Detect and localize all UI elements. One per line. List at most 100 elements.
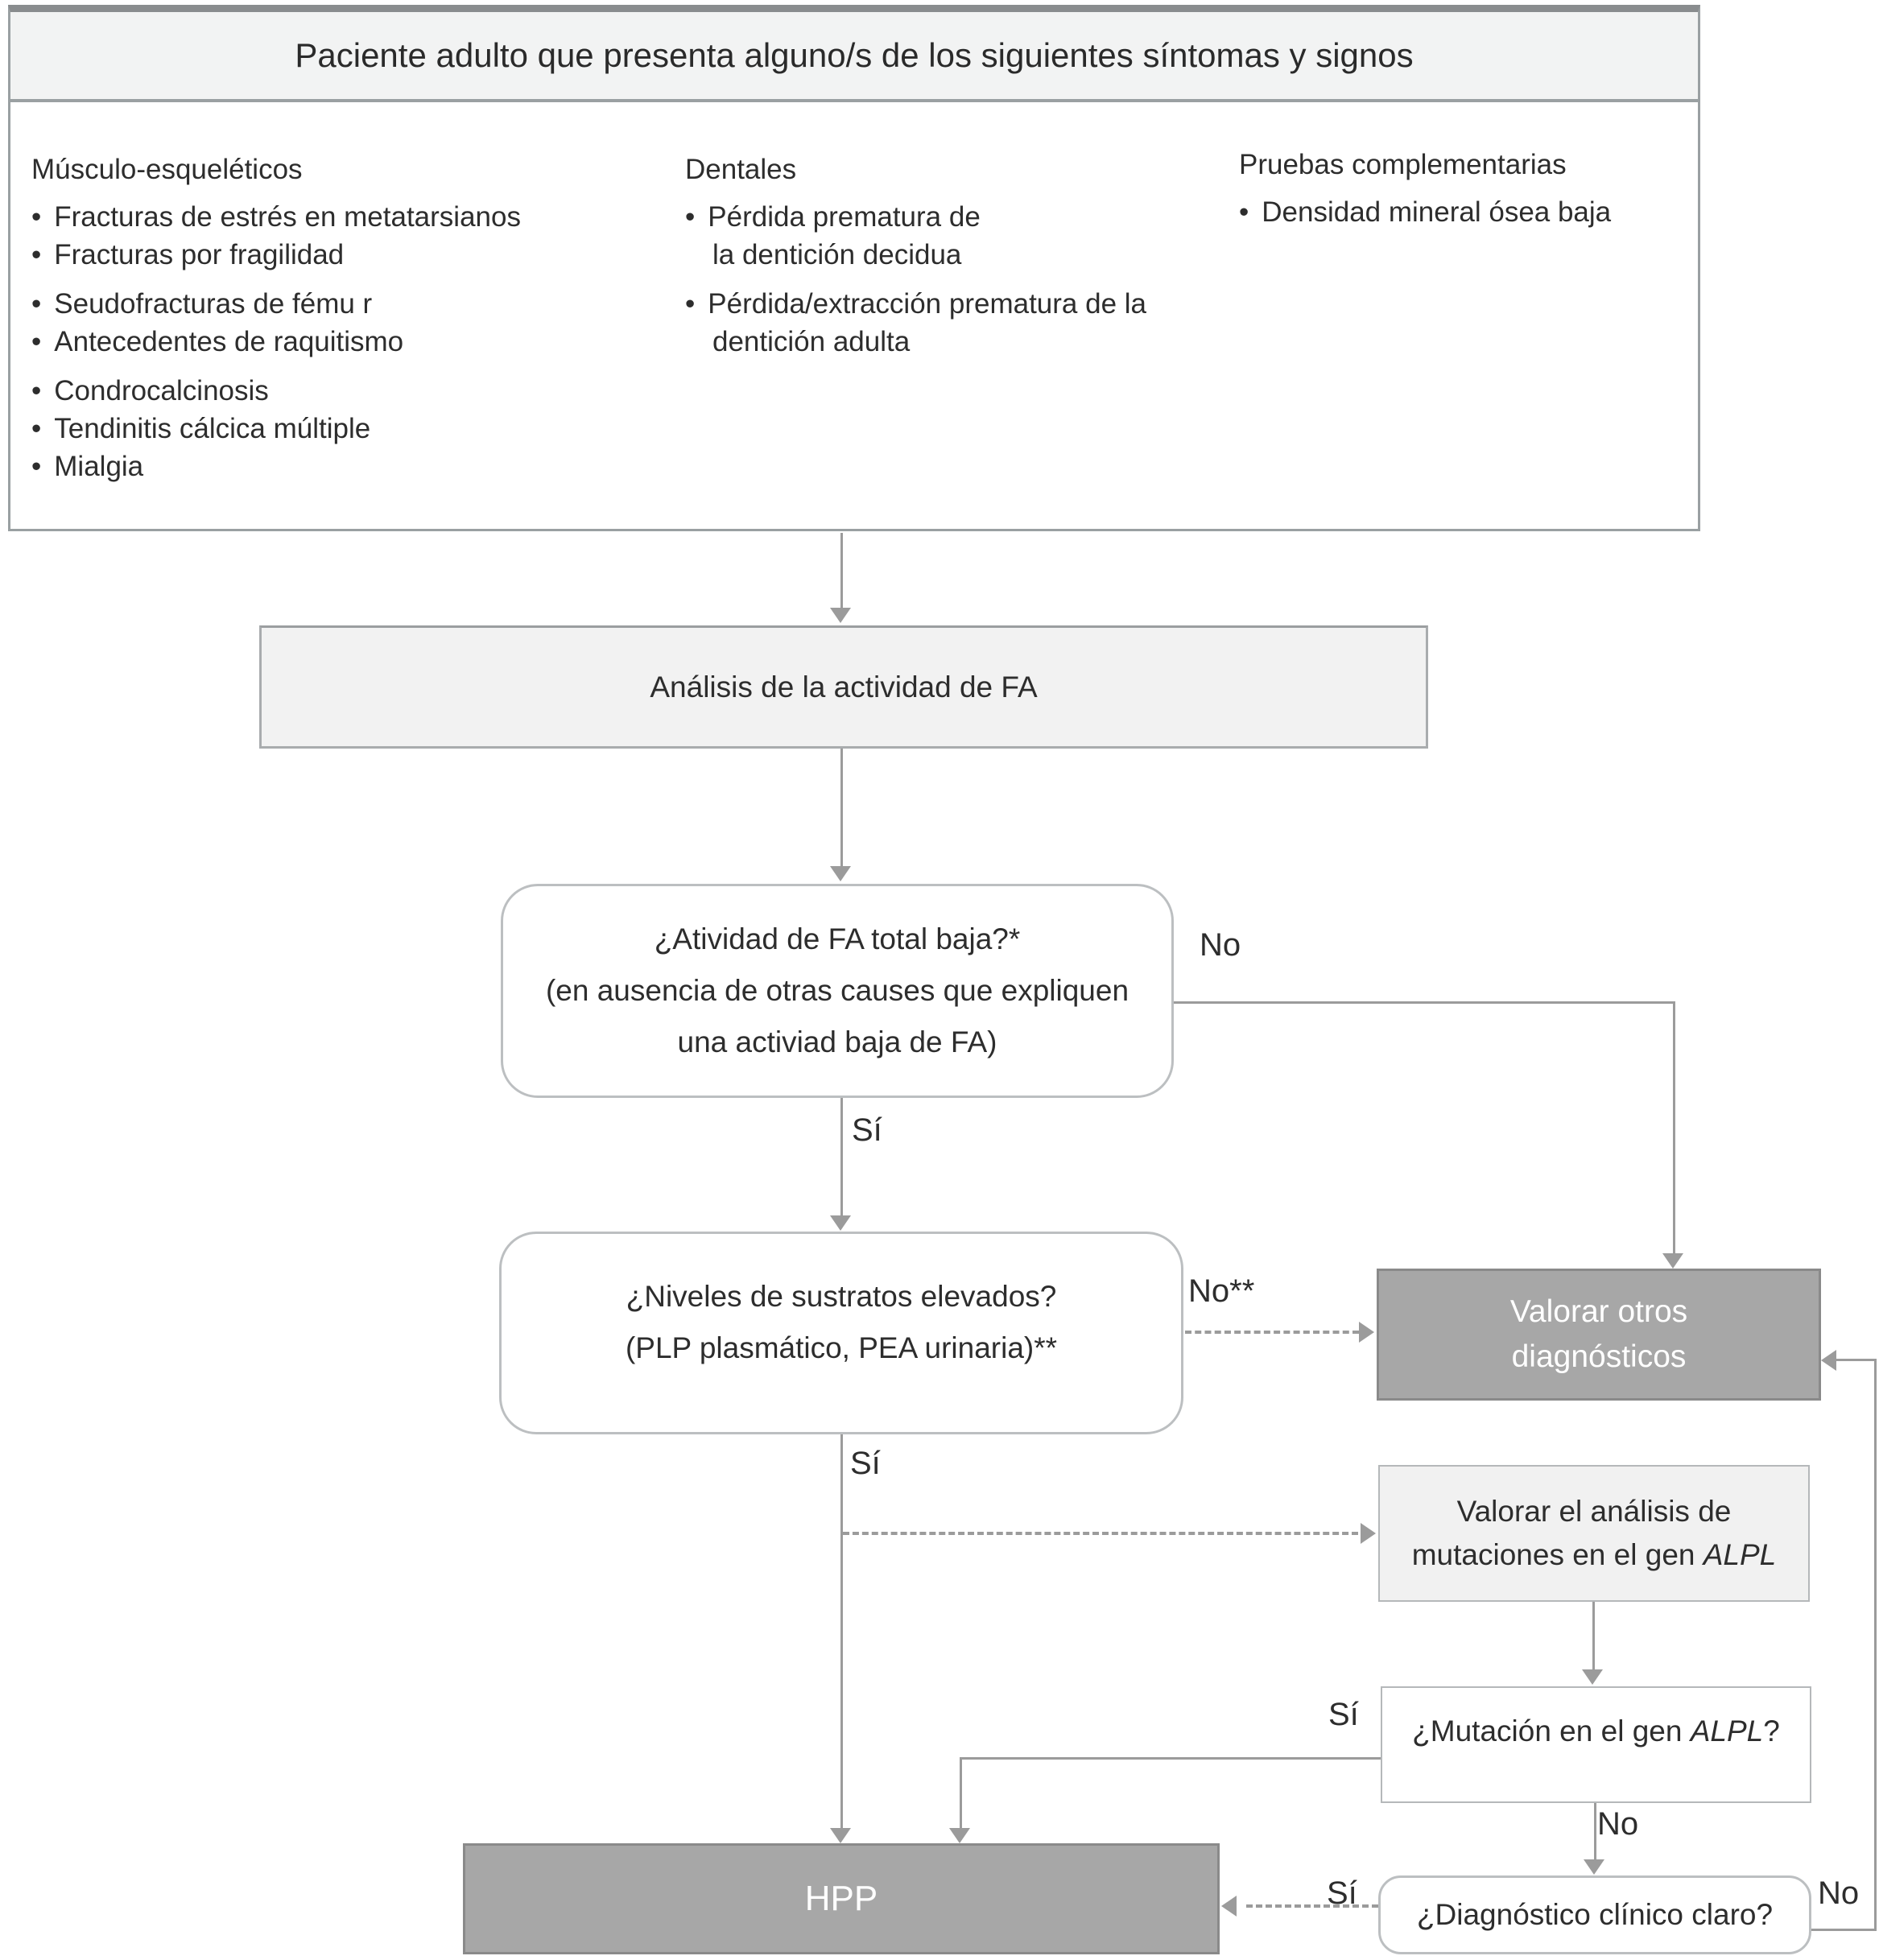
decision-line: ¿Atividad de FA total baja?* bbox=[654, 922, 1021, 955]
decision-diagnostico-clinico: ¿Diagnóstico clínico claro? bbox=[1378, 1875, 1811, 1954]
decision-line: (PLP plasmático, PEA urinaria)** bbox=[625, 1331, 1058, 1364]
edge-label-si: Sí bbox=[1328, 1697, 1359, 1732]
connector-line bbox=[960, 1757, 962, 1829]
decision-line: ¿Niveles de sustratos elevados? bbox=[626, 1280, 1057, 1313]
list-item: Mialgia bbox=[31, 448, 667, 485]
connector-line bbox=[1836, 1359, 1876, 1361]
node-valorar-analisis-mutaciones: Valorar el análisis de mutaciones en el … bbox=[1378, 1465, 1810, 1602]
column-pruebas-complementarias: Pruebas complementarias Densidad mineral… bbox=[1239, 146, 1711, 231]
list-item-text: la dentición decidua bbox=[712, 239, 962, 270]
decision-line: (en ausencia de otras causes que expliqu… bbox=[545, 974, 1129, 1007]
connector-line bbox=[1673, 1001, 1675, 1255]
node-hpp: HPP bbox=[463, 1843, 1220, 1954]
list-item-text: Seudofracturas de fému r bbox=[54, 288, 373, 320]
connector-dashed-line bbox=[1185, 1331, 1359, 1334]
list-item-text: Pérdida/extracción prematura de la bbox=[708, 288, 1147, 320]
arrowhead-down-icon bbox=[830, 866, 851, 881]
decision-line: ¿Diagnóstico clínico claro? bbox=[1416, 1898, 1774, 1931]
bullet-icon bbox=[31, 198, 54, 236]
arrowhead-down-icon bbox=[949, 1828, 970, 1843]
list-item: Condrocalcinosis bbox=[31, 372, 667, 410]
list-item: Antecedentes de raquitismo bbox=[31, 323, 667, 361]
gene-name: ALPL bbox=[1690, 1714, 1764, 1747]
decision-text: ¿Mutación en el gen bbox=[1412, 1714, 1691, 1747]
arrowhead-left-icon bbox=[1221, 1896, 1237, 1917]
list-item-continuation: la dentición decidua bbox=[685, 236, 1249, 274]
connector-dashed-line bbox=[1246, 1904, 1378, 1908]
decision-mutacion-alpl: ¿Mutación en el gen ALPL? bbox=[1381, 1686, 1811, 1803]
bullet-icon bbox=[31, 236, 54, 274]
node-label: Valorar el análisis de bbox=[1456, 1495, 1732, 1528]
list-item: Fracturas por fragilidad bbox=[31, 236, 667, 274]
list-item-text: Mialgia bbox=[54, 451, 144, 482]
decision-text: ? bbox=[1763, 1714, 1780, 1747]
arrowhead-down-icon bbox=[830, 1828, 851, 1843]
node-label-text: mutaciones en el gen bbox=[1411, 1538, 1703, 1571]
column-heading: Músculo-esqueléticos bbox=[31, 154, 303, 185]
decision-line: una activiad baja de FA) bbox=[677, 1025, 997, 1058]
decision-line: ¿Mutación en el gen ALPL? bbox=[1412, 1714, 1780, 1748]
node-label: Análisis de la actividad de FA bbox=[650, 670, 1038, 704]
connector-line bbox=[1592, 1602, 1595, 1671]
list-item-text: Fracturas de estrés en metatarsianos bbox=[54, 201, 521, 233]
column-heading: Pruebas complementarias bbox=[1239, 149, 1567, 180]
bullet-icon bbox=[685, 198, 708, 236]
bullet-icon bbox=[685, 285, 708, 323]
arrowhead-down-icon bbox=[830, 608, 851, 623]
node-valorar-otros-diagnosticos: Valorar otros diagnósticos bbox=[1377, 1269, 1821, 1401]
column-heading: Dentales bbox=[685, 154, 797, 185]
list-item: Fracturas de estrés en metatarsianos bbox=[31, 198, 667, 236]
edge-label-no: No bbox=[1818, 1875, 1860, 1911]
decision-sustratos-elevados: ¿Niveles de sustratos elevados? (PLP pla… bbox=[499, 1232, 1183, 1434]
gene-name: ALPL bbox=[1703, 1538, 1777, 1571]
edge-label-no: No** bbox=[1188, 1273, 1255, 1309]
arrowhead-right-icon bbox=[1359, 1322, 1374, 1343]
bullet-icon bbox=[31, 372, 54, 410]
list-item-text: Tendinitis cálcica múltiple bbox=[54, 413, 371, 444]
connector-line bbox=[960, 1757, 1381, 1760]
arrowhead-down-icon bbox=[1584, 1859, 1604, 1875]
list-item: Seudofracturas de fému r bbox=[31, 285, 667, 323]
edge-label-no: No bbox=[1200, 927, 1241, 963]
panel-title: Paciente adulto que presenta alguno/s de… bbox=[295, 36, 1414, 74]
list-item-text: Antecedentes de raquitismo bbox=[54, 326, 404, 357]
bullet-icon bbox=[31, 410, 54, 448]
decision-fa-total-baja: ¿Atividad de FA total baja?* (en ausenci… bbox=[501, 884, 1174, 1098]
arrowhead-down-icon bbox=[1582, 1669, 1603, 1685]
list-item-text: dentición adulta bbox=[712, 326, 911, 357]
edge-label-si: Sí bbox=[850, 1446, 881, 1481]
connector-line bbox=[840, 533, 843, 609]
list-item: Pérdida prematura de bbox=[685, 198, 1249, 236]
list-item-text: Densidad mineral ósea baja bbox=[1262, 196, 1612, 228]
node-analisis-fa: Análisis de la actividad de FA bbox=[259, 625, 1428, 749]
node-label: diagnósticos bbox=[1511, 1339, 1687, 1374]
symptoms-panel: Paciente adulto que presenta alguno/s de… bbox=[8, 5, 1700, 531]
arrowhead-right-icon bbox=[1361, 1523, 1376, 1544]
connector-line bbox=[840, 749, 843, 868]
connector-line bbox=[1811, 1929, 1876, 1931]
node-label: HPP bbox=[804, 1879, 878, 1918]
bullet-icon bbox=[31, 323, 54, 361]
node-label: mutaciones en el gen ALPL bbox=[1412, 1533, 1777, 1577]
edge-label-no: No bbox=[1597, 1806, 1639, 1842]
column-dentales: Dentales Pérdida prematura de la dentici… bbox=[685, 151, 1249, 361]
bullet-icon bbox=[31, 448, 54, 485]
connector-line bbox=[840, 1098, 843, 1217]
node-label: Valorar otros bbox=[1509, 1294, 1688, 1329]
panel-header: Paciente adulto que presenta alguno/s de… bbox=[10, 12, 1698, 102]
list-item: Tendinitis cálcica múltiple bbox=[31, 410, 667, 448]
bullet-icon bbox=[1239, 193, 1262, 231]
connector-dashed-line bbox=[843, 1532, 1358, 1535]
connector-line bbox=[1594, 1803, 1596, 1861]
list-item-text: Fracturas por fragilidad bbox=[54, 239, 345, 270]
list-item-continuation: dentición adulta bbox=[685, 323, 1249, 361]
list-item-text: Condrocalcinosis bbox=[54, 375, 269, 406]
list-item-text: Pérdida prematura de bbox=[708, 201, 981, 233]
connector-line bbox=[840, 1434, 843, 1829]
connector-line bbox=[1174, 1001, 1675, 1004]
arrowhead-down-icon bbox=[830, 1215, 851, 1231]
list-item: Densidad mineral ósea baja bbox=[1239, 193, 1711, 231]
edge-label-si: Sí bbox=[852, 1112, 882, 1148]
column-musculo-esqueleticos: Músculo-esqueléticos Fracturas de estrés… bbox=[31, 151, 667, 485]
